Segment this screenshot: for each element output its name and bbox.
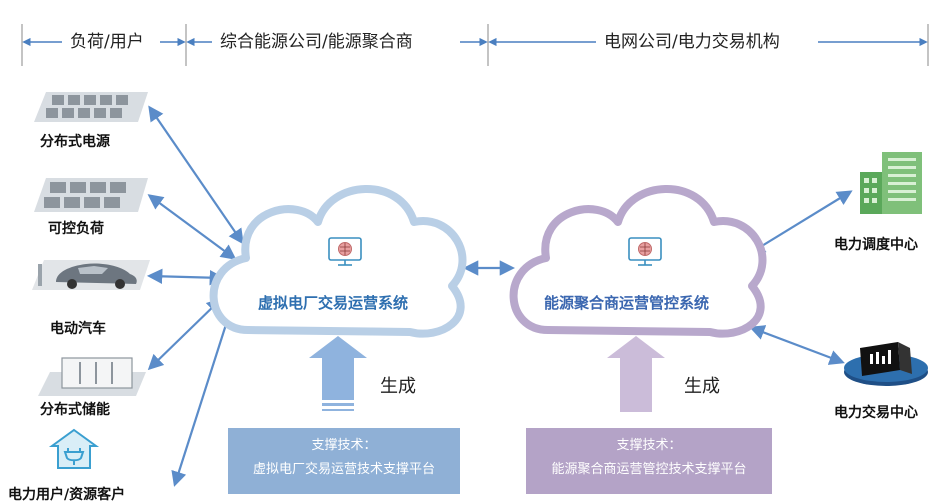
agg-platform-box: 支撑技术： 能源聚合商运营管控技术支撑平台 <box>526 428 772 494</box>
agg-brain-monitor-icon <box>628 237 662 266</box>
agg-platform-line2: 能源聚合商运营管控技术支撑平台 <box>551 462 747 477</box>
electric-car-icon <box>32 260 150 290</box>
vpp-platform-line2: 虚拟电厂交易运营技术支撑平台 <box>252 462 435 477</box>
agg-cloud <box>509 185 767 338</box>
left-connection-arrows <box>146 105 244 487</box>
energy-storage-icon <box>38 357 146 396</box>
agg-platform-line1: 支撑技术： <box>616 438 682 453</box>
building-icon <box>860 152 922 214</box>
vpp-platform-box: 支撑技术： 虚拟电厂交易运营技术支撑平台 <box>228 428 460 494</box>
left-item-distributed-power: 分布式电源 <box>40 134 110 150</box>
trading-center-icon <box>844 342 928 386</box>
header-dividers <box>21 24 929 66</box>
vpp-brain-monitor-icon <box>328 237 362 266</box>
header-col1: 负荷/用户 <box>64 30 150 54</box>
header-col2: 综合能源公司/能源聚合商 <box>214 30 419 54</box>
vpp-platform-line1: 支撑技术： <box>311 438 377 453</box>
agg-generate-label: 生成 <box>684 376 720 397</box>
vpp-cloud <box>209 185 467 338</box>
right-item-dispatch-center: 电力调度中心 <box>834 237 918 253</box>
vpp-generate-arrow <box>309 336 367 411</box>
vpp-generate-label: 生成 <box>380 376 416 397</box>
left-item-power-user: 电力用户/资源客户 <box>8 487 126 503</box>
house-plug-icon <box>48 428 100 469</box>
agg-system-title: 能源聚合商运营管控系统 <box>544 294 710 312</box>
right-connection-arrows <box>749 190 853 365</box>
solar-panel-icon <box>34 92 148 122</box>
left-item-energy-storage: 分布式储能 <box>40 402 110 418</box>
left-item-electric-vehicle: 电动汽车 <box>50 321 106 337</box>
controllable-load-icon <box>34 178 148 212</box>
vpp-system-title: 虚拟电厂交易运营系统 <box>258 294 409 312</box>
left-item-controllable-load: 可控负荷 <box>48 221 104 237</box>
agg-generate-arrow <box>607 336 665 412</box>
right-item-trading-center: 电力交易中心 <box>834 405 918 421</box>
header-col3: 电网公司/电力交易机构 <box>598 30 786 54</box>
